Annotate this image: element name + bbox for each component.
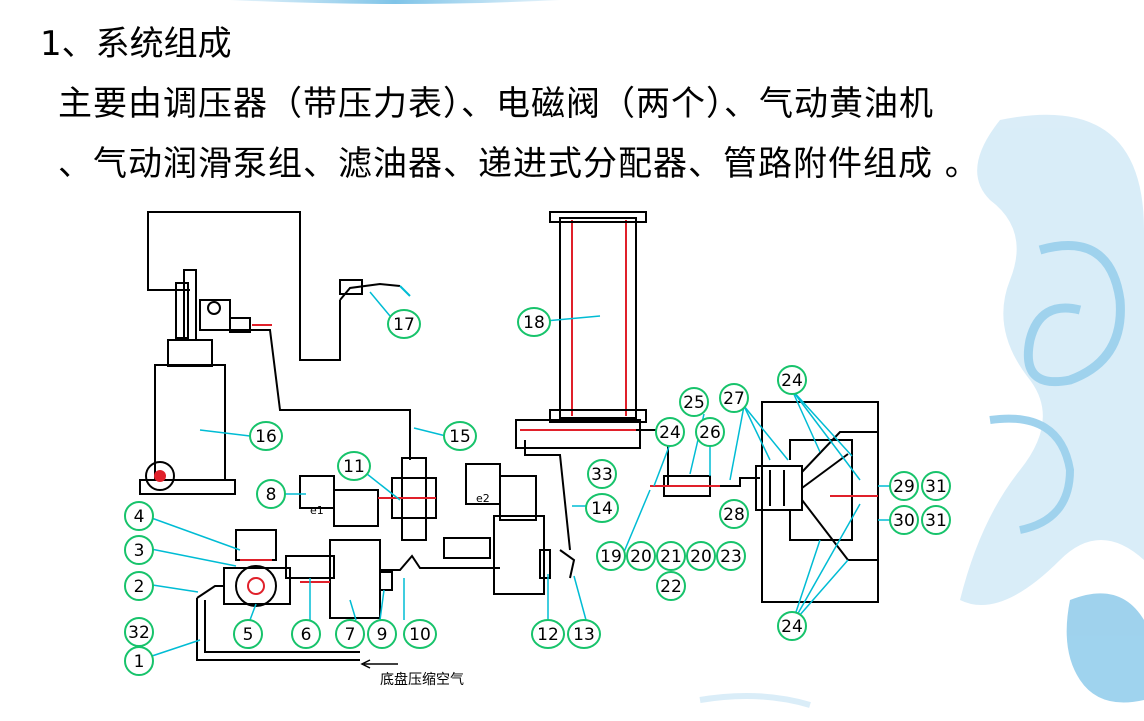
pipe-1-inner [204,600,360,653]
connector-11 [378,457,500,591]
pipe-14 [524,440,571,551]
swirl-decoration [699,114,1144,708]
progressive-distributor [755,401,879,603]
grease-pump [139,269,272,495]
callout-24-bottom: 24 [781,617,803,637]
callout-circles [124,307,951,676]
callout-23: 23 [720,547,742,567]
pipe-to-distributor [710,477,760,487]
callout-9: 9 [377,625,388,645]
callout-14: 14 [591,499,613,519]
callout-29: 29 [893,477,915,497]
description-line-2: 、气动润滑泵组、滤油器、递进式分配器、管路附件组成 。 [58,144,980,184]
pipe-air-source [196,598,360,661]
callout-1: 1 [134,652,145,672]
callout-22: 22 [660,577,682,597]
solenoid-valve-1 [285,475,381,619]
valve-tag-e1: e1 [310,504,324,517]
solenoid-valve-2 [443,463,576,595]
callout-24: 24 [659,423,681,443]
pipe-15 [230,329,411,460]
callout-3: 3 [134,541,145,561]
callout-30: 30 [893,511,915,531]
callout-20a: 20 [630,547,652,567]
callout-25: 25 [683,393,705,413]
callout-31b: 31 [925,511,947,531]
leader-lines [145,291,890,659]
callout-5: 5 [243,625,254,645]
air-source-arrow [360,659,398,669]
description-line-1: 主要由调压器（带压力表）、电磁阀（两个）、气动黄油机 [58,84,934,124]
callout-19: 19 [600,547,622,567]
air-source-label: 底盘压缩空气 [380,671,464,688]
callout-12: 12 [537,625,559,645]
callout-33: 33 [591,465,613,485]
valve-tag-e2: e2 [476,492,490,505]
oil-filter [650,475,720,497]
callout-26: 26 [699,423,721,443]
callout-24-top: 24 [781,371,803,391]
callout-21: 21 [660,547,682,567]
grease-gun [339,279,411,301]
air-regulator [196,529,291,607]
callout-10: 10 [409,625,431,645]
callout-8: 8 [266,485,277,505]
callout-16: 16 [255,427,277,447]
callout-17: 17 [393,315,415,335]
callout-28: 28 [723,505,745,525]
section-heading: 1、系统组成 [40,24,232,64]
callout-20b: 20 [690,547,712,567]
top-band [230,0,560,4]
callout-4: 4 [134,507,145,527]
callout-31a: 31 [925,477,947,497]
callout-18: 18 [523,313,545,333]
pipe-gun-hose [147,211,341,361]
callout-13: 13 [573,625,595,645]
callout-27: 27 [723,389,745,409]
callout-32: 32 [128,623,150,643]
callout-6: 6 [301,625,312,645]
callout-7: 7 [345,625,356,645]
callout-2: 2 [134,577,145,597]
callout-15: 15 [449,427,471,447]
callout-11: 11 [343,457,365,477]
